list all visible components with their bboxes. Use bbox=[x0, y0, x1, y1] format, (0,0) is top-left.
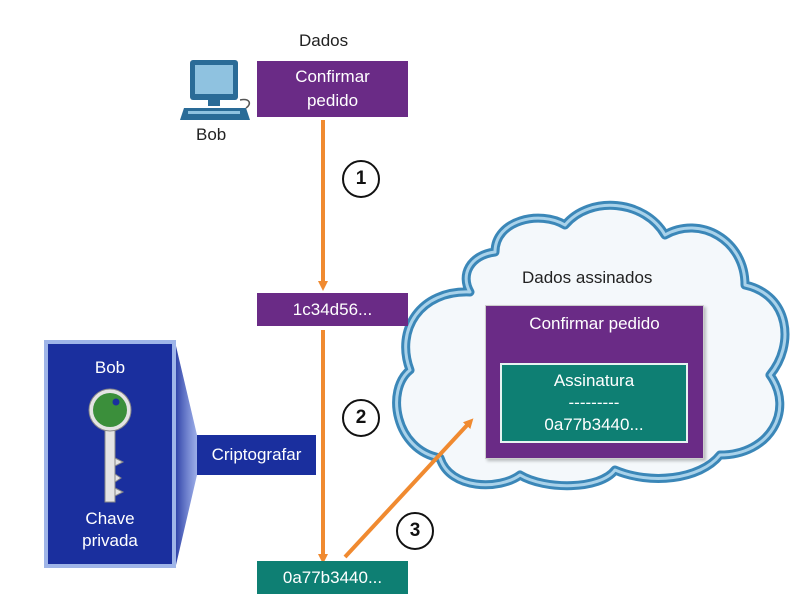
private-key-card: Bob Chave privada bbox=[44, 340, 176, 568]
step-2-badge: 2 bbox=[342, 399, 380, 437]
key-owner-label: Bob bbox=[94, 358, 126, 377]
signed-document: Confirmar pedido Assinatura --------- 0a… bbox=[485, 305, 704, 459]
data-box-line2: pedido bbox=[306, 91, 359, 110]
bob-computer-label: Bob bbox=[196, 125, 227, 144]
arrow-3 bbox=[343, 418, 474, 559]
encrypt-label: Criptografar bbox=[211, 445, 302, 464]
key-caption: Chave privada bbox=[48, 508, 172, 552]
step-3-badge: 3 bbox=[396, 512, 434, 550]
computer-icon bbox=[180, 58, 252, 124]
data-box-line1: Confirmar bbox=[295, 67, 370, 86]
step-1-badge: 1 bbox=[342, 160, 380, 198]
signature-value: 0a77b3440... bbox=[282, 567, 383, 587]
data-box: Confirmar pedido bbox=[257, 61, 408, 117]
signature-block-value: 0a77b3440... bbox=[544, 415, 644, 434]
data-label: Dados bbox=[299, 31, 349, 50]
signature-box: 0a77b3440... bbox=[257, 561, 408, 594]
signature-block-divider: --------- bbox=[568, 393, 620, 412]
key-funnel bbox=[176, 346, 197, 565]
signed-data-title: Dados assinados bbox=[522, 268, 653, 287]
key-caption-line2: privada bbox=[82, 531, 138, 550]
key-icon bbox=[86, 388, 134, 508]
encrypt-box: Criptografar bbox=[197, 435, 316, 475]
hash-box: 1c34d56... bbox=[257, 293, 408, 326]
hash-value: 1c34d56... bbox=[292, 299, 373, 319]
key-caption-line1: Chave bbox=[85, 509, 135, 528]
signed-document-title: Confirmar pedido bbox=[529, 314, 660, 333]
signature-block: Assinatura --------- 0a77b3440... bbox=[500, 363, 688, 443]
signature-block-title: Assinatura bbox=[553, 371, 635, 390]
